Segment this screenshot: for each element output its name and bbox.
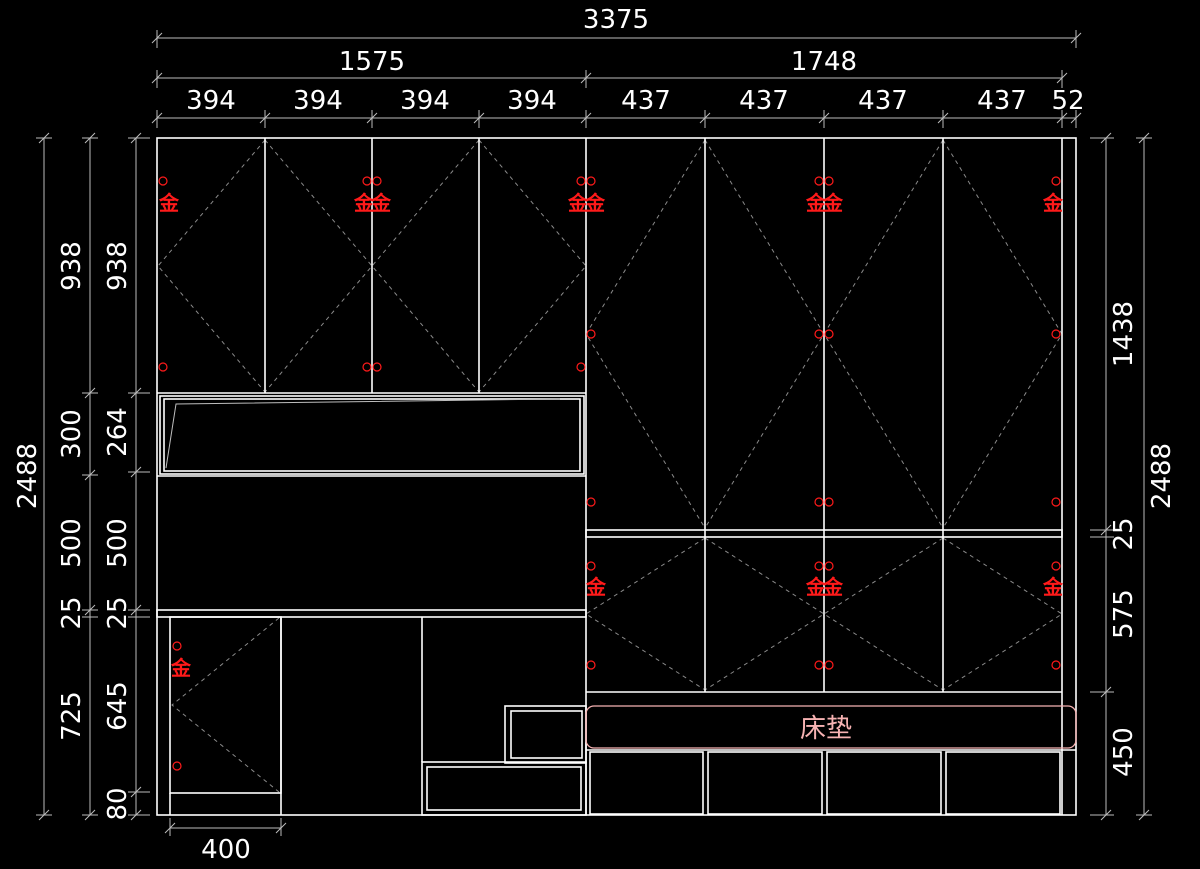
- dim-col-a: 394: [186, 86, 236, 116]
- handle-icon: 金: [158, 191, 180, 215]
- hinge-icon: [824, 561, 834, 571]
- bottom-dimension: 400: [164, 818, 287, 865]
- dim-col-h: 437: [977, 86, 1027, 116]
- hinge-icon: [1051, 176, 1061, 186]
- bed-drawer-1: [589, 751, 704, 815]
- mattress-outline: [585, 705, 1077, 749]
- hinge-icon: [824, 176, 834, 186]
- dim-left-inner-base: 80: [103, 787, 133, 820]
- desk-board: [156, 609, 587, 618]
- hinge-icon: [172, 641, 182, 651]
- mattress: 床垫: [585, 705, 1077, 749]
- hinge-icon: [586, 329, 596, 339]
- hinge-icon: [1051, 561, 1061, 571]
- dim-left-width: 1575: [339, 47, 405, 77]
- hinge-icon: [158, 176, 168, 186]
- dim-col-d: 394: [507, 86, 557, 116]
- bed-drawer-4: [945, 751, 1061, 815]
- hinge-icon: [362, 362, 372, 372]
- dim-left-outer-upper: 938: [57, 241, 87, 291]
- hinge-icon: [576, 362, 586, 372]
- handle-icon: 金: [370, 191, 392, 215]
- hinge-icon: [1051, 329, 1061, 339]
- step-upper: [504, 705, 587, 764]
- hinge-icon: [586, 497, 596, 507]
- handle-icon: 金: [567, 191, 589, 215]
- hinge-icon: [158, 362, 168, 372]
- mattress-label: 床垫: [800, 714, 852, 744]
- cabinet-structure: [156, 137, 1077, 816]
- dim-col-end: 52: [1051, 86, 1084, 116]
- lower-left-cabinet: [169, 616, 282, 794]
- dim-left-inner-upper: 938: [103, 241, 133, 291]
- dim-bottom-width: 400: [201, 835, 251, 865]
- dim-left-inner-shelf: 264: [103, 407, 133, 457]
- hinge-icon: [824, 497, 834, 507]
- dim-total-height-left: 2488: [13, 443, 43, 509]
- hinge-icon: [172, 761, 182, 771]
- dim-right-middle: 575: [1109, 589, 1139, 639]
- shelf-niche: [159, 395, 585, 475]
- handle-icon: 金: [585, 575, 607, 599]
- hinge-icon: [824, 329, 834, 339]
- dim-total-height-right: 2488: [1147, 443, 1177, 509]
- dim-col-b: 394: [293, 86, 343, 116]
- hinge-icon: [586, 660, 596, 670]
- left-dimensions: 2488 938 300 500 25 725 938 26: [13, 132, 150, 821]
- step-lower: [421, 761, 587, 816]
- handle-icon: 金: [805, 575, 827, 599]
- hinge-icon: [372, 362, 382, 372]
- hinge-icon: [362, 176, 372, 186]
- bed-drawer-3: [826, 751, 942, 815]
- handle-icon: 金: [1042, 191, 1064, 215]
- dim-left-inner-board: 25: [103, 596, 133, 629]
- hinge-icon: [814, 497, 824, 507]
- hinge-icon: [824, 660, 834, 670]
- hinge-icon: [814, 660, 824, 670]
- dim-left-outer-lower: 725: [57, 691, 87, 741]
- hinge-icon: [576, 176, 586, 186]
- dim-right-board: 25: [1109, 517, 1139, 550]
- dim-col-c: 394: [400, 86, 450, 116]
- dim-col-f: 437: [739, 86, 789, 116]
- dim-col-e: 437: [621, 86, 671, 116]
- handle-icon: 金: [822, 575, 844, 599]
- door-swing-lines: [157, 139, 1063, 793]
- right-dimensions: 1438 25 575 450 2488: [1090, 132, 1177, 821]
- handle-icon: 金: [822, 191, 844, 215]
- hinge-icon: [586, 176, 596, 186]
- hinge-icon: [814, 176, 824, 186]
- handle-icon: 金: [170, 656, 192, 680]
- hinge-icon: [586, 561, 596, 571]
- dim-left-outer-shelf: 300: [57, 409, 87, 459]
- dim-right-upper: 1438: [1109, 301, 1139, 367]
- right-divider-board: [585, 529, 1063, 538]
- hinge-icon: [1051, 660, 1061, 670]
- dim-right-bed: 450: [1109, 727, 1139, 777]
- dim-total-width: 3375: [583, 5, 649, 35]
- dim-col-g: 437: [858, 86, 908, 116]
- dim-left-inner-lower: 645: [103, 681, 133, 731]
- bed-drawer-2: [707, 751, 823, 815]
- dim-left-outer-open: 500: [57, 518, 87, 568]
- hardware-marks: 金 金 金 金 金 金 金 金 金 金 金 金 金: [158, 176, 1064, 771]
- hinge-icon: [814, 329, 824, 339]
- handle-icon: 金: [1042, 575, 1064, 599]
- handle-icon: 金: [353, 191, 375, 215]
- handle-icon: 金: [584, 191, 606, 215]
- handle-icon: 金: [805, 191, 827, 215]
- top-dimensions: 3375 1575 1748 394 394 394: [151, 5, 1085, 128]
- hinge-icon: [372, 176, 382, 186]
- dim-right-width: 1748: [791, 47, 857, 77]
- hinge-icon: [1051, 497, 1061, 507]
- hinge-icon: [814, 561, 824, 571]
- dim-left-outer-board: 25: [57, 596, 87, 629]
- dim-left-inner-open: 500: [103, 518, 133, 568]
